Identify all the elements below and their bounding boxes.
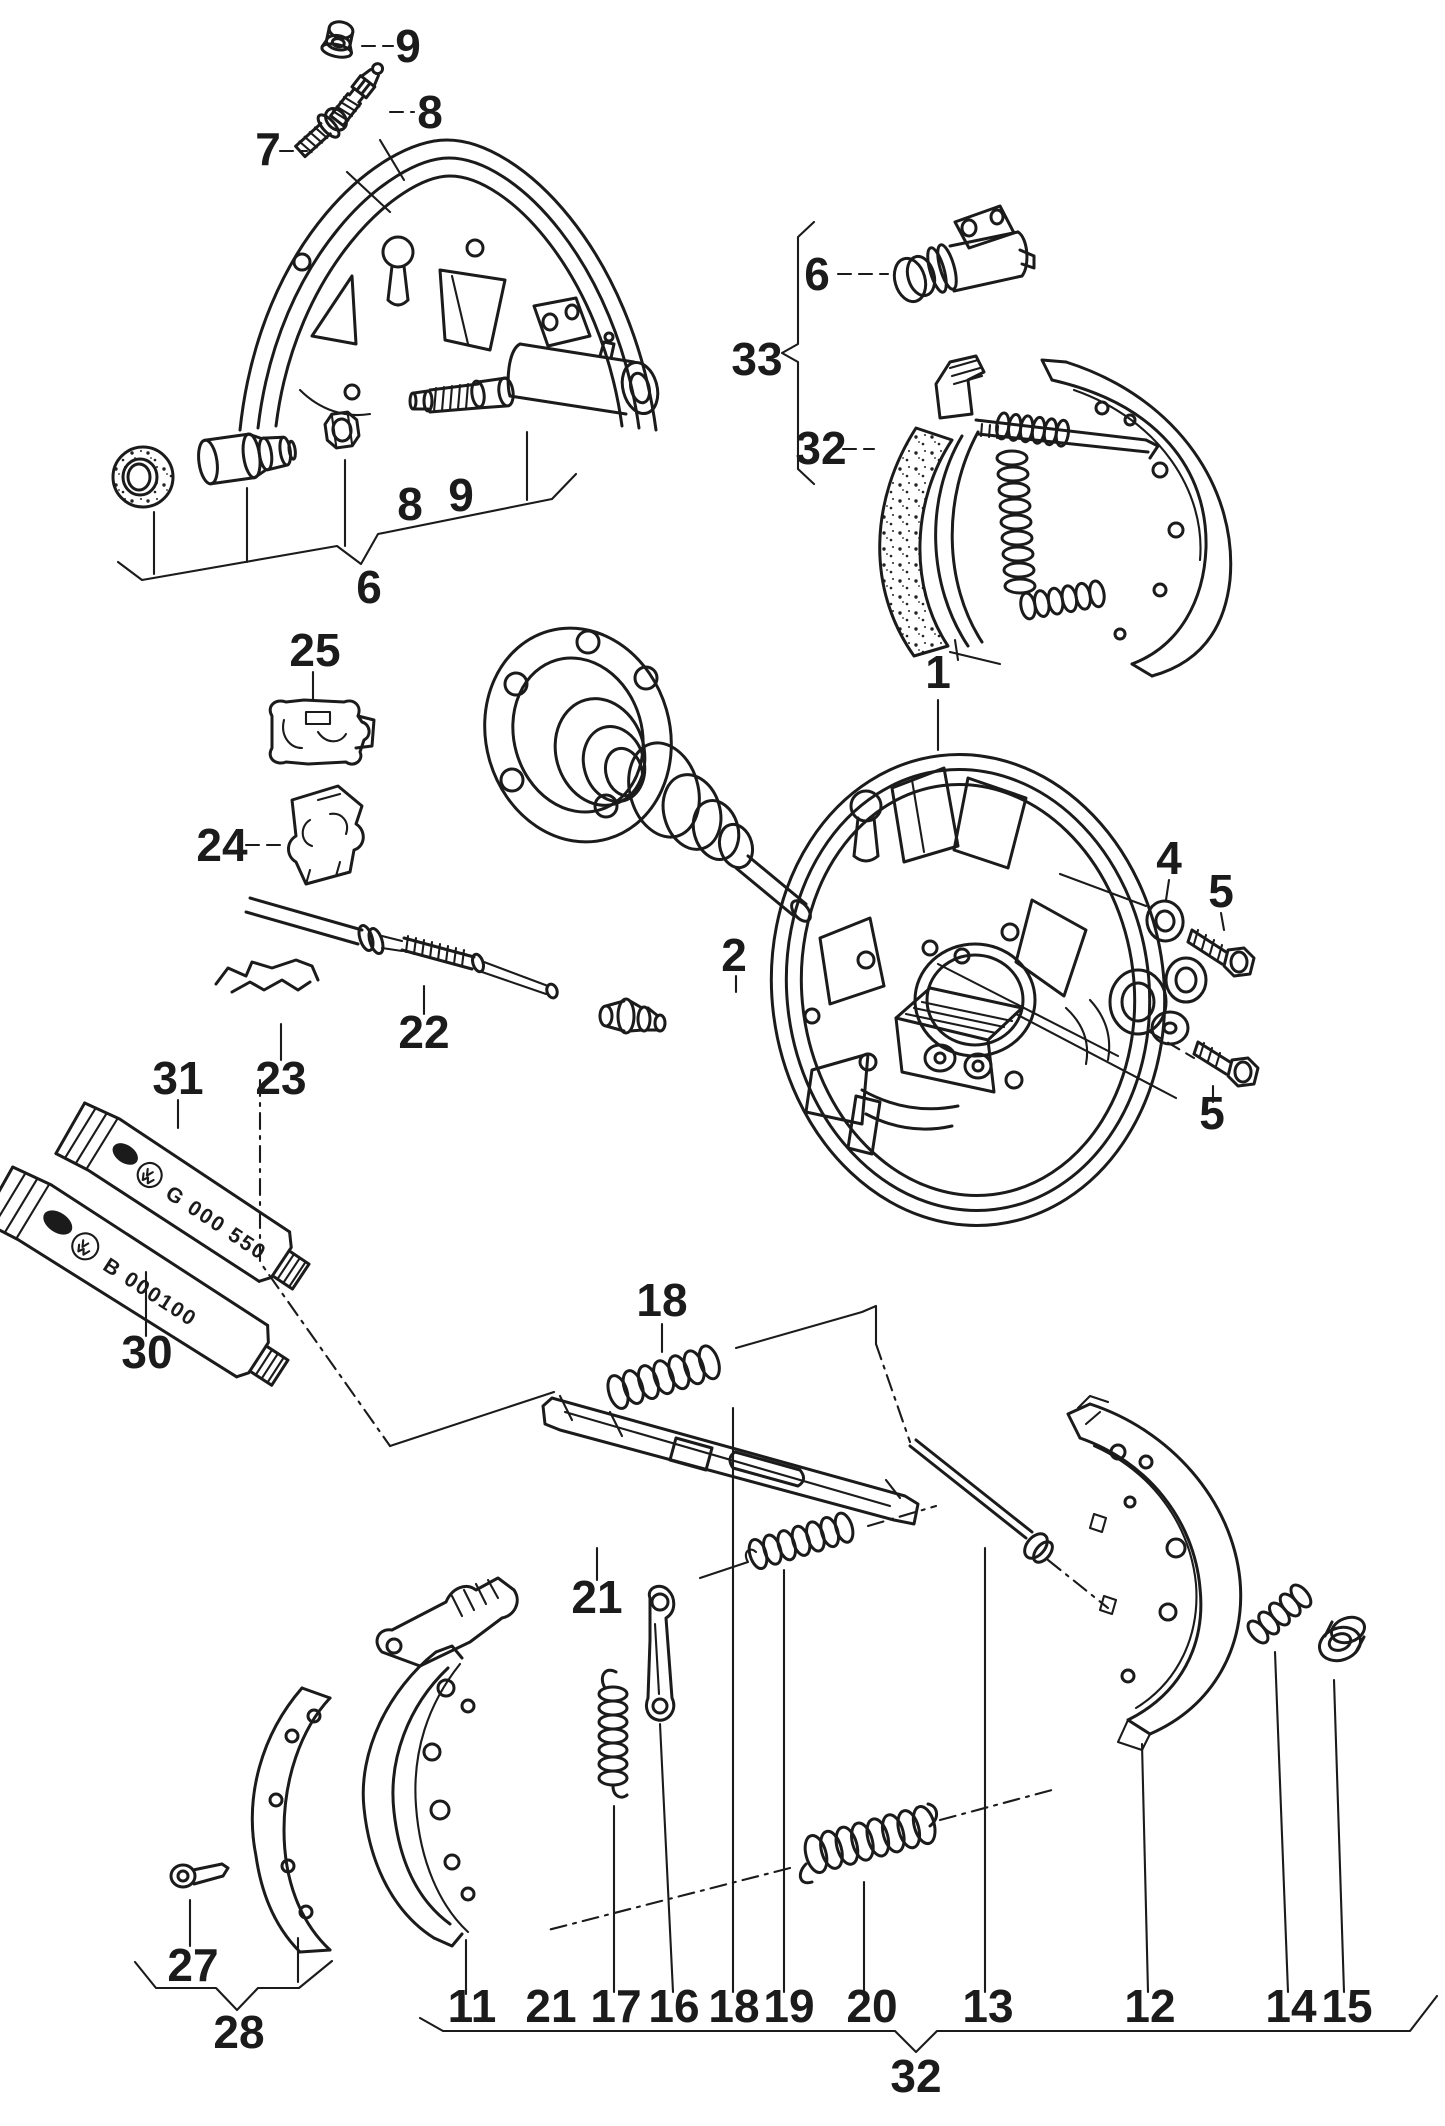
callout-11: 11 [448,1980,497,2032]
callout-8-mid: 8 [397,478,423,530]
callout-18-bottom: 18 [708,1980,759,2032]
wheel-cylinder-rear-view [408,296,660,416]
callout-1: 1 [925,646,951,698]
bolt-5-lower [1192,1040,1260,1088]
adjusting-nut [323,410,361,450]
callout-23: 23 [255,1052,306,1104]
callout-9-mid: 9 [448,469,474,521]
top-left-label-dashes [278,44,416,214]
callout-17: 17 [590,1980,641,2032]
leader-5-upper [1219,911,1226,932]
callout-15: 15 [1321,1980,1372,2032]
retainer-clip-25 [268,698,376,766]
callout-6-left: 6 [356,561,382,613]
lever-16 [644,1584,676,1722]
spring-19 [747,1511,855,1571]
callout-27: 27 [167,1939,218,1991]
tube-30-code: B 000100 [99,1254,201,1332]
dust-cap-9 [320,20,355,59]
callout-21-top: 21 [571,1571,622,1623]
callout-25: 25 [289,624,340,676]
callout-22: 22 [398,1006,449,1058]
callout-18-top: 18 [636,1274,687,1326]
washer-4 [1145,899,1185,943]
pressure-bar-21 [541,1394,920,1526]
callout-20: 20 [846,1980,897,2032]
callout-30: 30 [121,1326,172,1378]
callout-8-top: 8 [417,86,443,138]
bleeder-valve-8 [329,62,385,128]
shoe-assembly-32 [878,354,1233,678]
brake-shoe-11 [361,1576,519,1948]
bracket-28 [133,1959,334,2012]
callout-19: 19 [763,1980,814,2032]
callout-32-bottom: 32 [890,2050,941,2102]
seal-ring [111,445,175,509]
callout-5-upper: 5 [1208,865,1234,917]
piston [197,432,297,486]
construction-lines [258,1078,1110,1932]
leader-4 [1164,878,1171,902]
callout-28: 28 [213,2006,264,2058]
bolt-27 [169,1862,230,1889]
callout-16: 16 [648,1980,699,2032]
callout-32-right: 32 [795,422,846,474]
callout-14: 14 [1265,1980,1317,2032]
brake-cable-22 [244,896,559,1000]
callout-4: 4 [1156,832,1182,884]
callout-21-bottom: 21 [525,1980,576,2032]
callout-7: 7 [255,123,281,175]
cable-bracket-23 [214,958,320,994]
wheel-cylinder-6 [892,204,1036,304]
hold-down-pin-13 [908,1438,1054,1564]
brake-lining-28 [250,1686,332,1954]
callout-31: 31 [152,1052,203,1104]
bracket-32-bottom [418,1994,1439,2054]
callout-2: 2 [721,929,747,981]
kit-bracket-6 [116,472,578,582]
callout-labels: 9 8 7 8 9 6 6 33 32 25 24 1 2 4 5 5 22 2… [121,20,1372,2102]
bottom-leaders [188,1406,1346,1996]
eyelet-bracket [1108,956,1208,1046]
plug-2 [598,997,667,1035]
callout-24: 24 [196,819,248,871]
kit-leaders [152,430,529,576]
spring-19-hook [698,1548,758,1580]
callout-33: 33 [731,333,782,385]
axle-hub-assembly [483,626,812,923]
backing-plate-rear-view [238,138,658,432]
spring-17 [597,1668,629,1799]
bolt-5-upper [1186,928,1256,978]
brace-33 [780,220,816,486]
callout-6-right: 6 [804,248,830,300]
bolt-7 [294,107,348,159]
callout-13: 13 [962,1980,1013,2032]
brake-shoe-12 [1066,1394,1243,1752]
callout-12: 12 [1124,1980,1175,2032]
spring-14 [1246,1583,1313,1645]
callout-5-lower: 5 [1199,1087,1225,1139]
callout-9-top: 9 [395,20,421,72]
spring-cap-15 [1318,1615,1366,1663]
retainer-clip-24 [287,784,365,886]
spring-18 [606,1344,721,1410]
spring-20 [798,1802,938,1885]
